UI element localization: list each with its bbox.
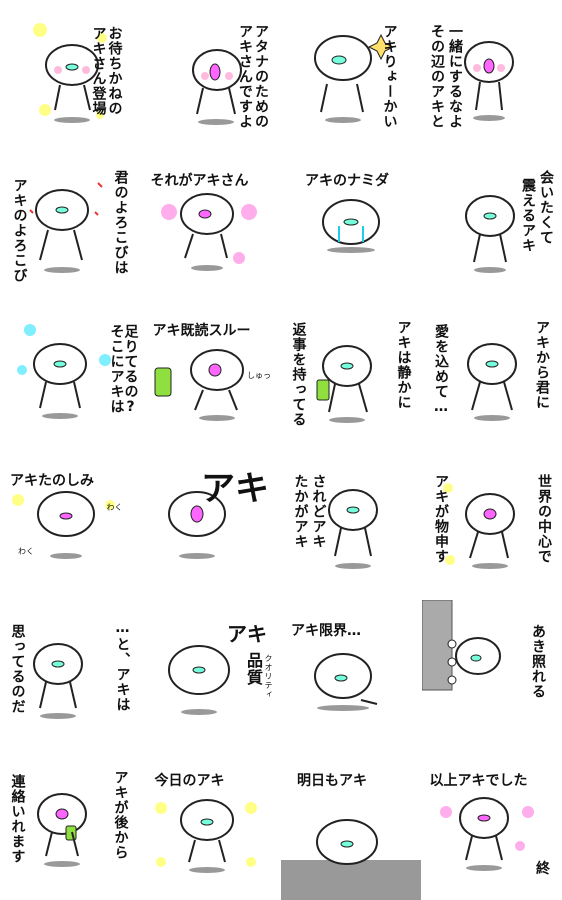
caption-line-2: 会いたくて xyxy=(538,170,554,245)
sticker-14[interactable]: アキ xyxy=(141,450,282,600)
sticker-art xyxy=(463,41,514,121)
sticker-8[interactable]: 震えるアキ 会いたくて xyxy=(422,150,562,300)
sfx-waku-1: わく xyxy=(106,503,123,512)
caption-line-1: アキのナミダ xyxy=(305,173,389,189)
sticker-art xyxy=(33,23,107,123)
sticker-21[interactable]: 連絡いれます アキが後から xyxy=(0,750,141,900)
ruby-quality: クオリティ xyxy=(264,654,273,699)
sticker-art xyxy=(322,199,380,253)
caption-line-2: アタナのための xyxy=(253,24,269,129)
caption-line-2: 品質 xyxy=(244,652,263,686)
sticker-art xyxy=(439,797,534,871)
sticker-1[interactable]: お待ちかねの アキさん登場 xyxy=(0,0,141,150)
sticker-16[interactable]: アキが物申す 世界の中心で xyxy=(422,450,562,600)
sticker-24[interactable]: 以上アキでした 終 xyxy=(422,750,562,900)
sticker-15[interactable]: たかがアキ されどアキ xyxy=(281,450,422,600)
sticker-art xyxy=(442,483,515,569)
sticker-art xyxy=(191,49,242,125)
sticker-art xyxy=(167,491,226,559)
sfx-waku-2: わく xyxy=(18,547,34,556)
sticker-6[interactable]: それがアキさん xyxy=(141,150,282,300)
sticker-2[interactable]: アタナのための アキさんですよ xyxy=(141,0,282,150)
sticker-23[interactable]: 明日もアキ xyxy=(281,750,422,900)
caption-line-1: アキ限界… xyxy=(291,623,361,639)
caption-line-2: 君のよろこびは xyxy=(112,170,129,275)
sticker-art xyxy=(316,345,372,423)
sticker-art xyxy=(314,33,395,123)
caption-line-1: 連絡いれます xyxy=(9,774,26,864)
sticker-art xyxy=(29,182,103,273)
sticker-9[interactable]: そこにアキは 足りてるの? xyxy=(0,300,141,450)
caption-line-1: 返事を持ってる xyxy=(290,322,307,427)
caption-line-1: 震えるアキ xyxy=(520,178,536,253)
sticker-art xyxy=(328,489,378,569)
end-mark: 終 xyxy=(536,861,550,877)
sticker-art xyxy=(154,349,244,421)
sticker-13[interactable]: アキたのしみ わく わく xyxy=(0,450,141,600)
sticker-17[interactable]: 思ってるのだ …と、アキは xyxy=(0,600,141,750)
sticker-art xyxy=(33,643,83,719)
caption-line-1: アキりょーかい xyxy=(381,24,398,129)
caption-line-1: 思ってるのだ xyxy=(9,624,26,714)
sticker-art xyxy=(421,600,501,691)
sfx-swish: しゅっ xyxy=(247,371,271,380)
sticker-art xyxy=(12,491,115,559)
caption-line-1: アキ xyxy=(201,469,269,509)
sticker-18[interactable]: アキ 品質 クオリティ xyxy=(141,600,282,750)
caption-line-1: 愛を込めて… xyxy=(433,324,449,416)
caption-line-2: …と、アキは xyxy=(114,620,131,712)
sticker-art xyxy=(37,793,87,867)
caption-line-1: アキが物申す xyxy=(433,474,449,564)
sticker-art xyxy=(464,195,515,273)
sticker-art xyxy=(17,324,111,419)
sticker-4[interactable]: その辺のアキと 一緒にするなよ xyxy=(422,0,562,150)
sticker-7[interactable]: アキのナミダ xyxy=(281,150,422,300)
caption-line-1: アキのよろこび xyxy=(11,178,28,283)
caption-line-1: 以上アキでした xyxy=(429,773,528,789)
sticker-art xyxy=(466,343,517,421)
caption-line-2: アキから君に xyxy=(534,320,550,410)
sticker-12[interactable]: 愛を込めて… アキから君に xyxy=(422,300,562,450)
caption-line-2: 世界の中心で xyxy=(536,474,552,564)
caption-line-1: アキさん登場 xyxy=(90,26,107,116)
caption-line-2: その辺のアキと xyxy=(429,24,445,129)
caption-line-1: あき照れる xyxy=(530,624,546,699)
sticker-19[interactable]: アキ限界… xyxy=(281,600,422,750)
sticker-art xyxy=(167,645,230,715)
sticker-11[interactable]: 返事を持ってる アキは静かに xyxy=(281,300,422,450)
caption-line-1: されどアキ xyxy=(310,474,327,549)
caption-line-1: 明日もアキ xyxy=(297,773,367,789)
sticker-art xyxy=(281,819,421,900)
sticker-20[interactable]: あき照れる xyxy=(421,600,562,750)
caption-line-2: たかがアキ xyxy=(292,474,309,549)
caption-line-2: アキは静かに xyxy=(395,320,412,410)
caption-line-1: 今日のアキ xyxy=(154,773,225,789)
caption-line-1: 足りてるの? xyxy=(122,324,139,416)
sticker-art xyxy=(154,799,257,873)
caption-line-1: それがアキさん xyxy=(150,173,249,189)
caption-line-1: 一緒にするなよ xyxy=(447,24,463,129)
caption-line-2: お待ちかねの xyxy=(106,26,123,116)
sticker-art xyxy=(314,653,378,711)
caption-line-1: アキ既読スルー xyxy=(152,323,251,339)
sticker-22[interactable]: 今日のアキ xyxy=(141,750,282,900)
sticker-3[interactable]: アキりょーかい xyxy=(281,0,422,150)
sticker-5[interactable]: アキのよろこび 君のよろこびは xyxy=(0,150,141,300)
caption-line-1: アキ xyxy=(227,622,267,646)
caption-line-1: アキさんですよ xyxy=(237,24,253,129)
caption-line-2: アキが後から xyxy=(112,770,129,860)
caption-line-1: アキたのしみ xyxy=(10,473,94,489)
sticker-10[interactable]: アキ既読スルー しゅっ xyxy=(141,300,282,450)
caption-line-2: そこにアキは xyxy=(108,324,125,414)
sticker-art xyxy=(160,193,257,271)
